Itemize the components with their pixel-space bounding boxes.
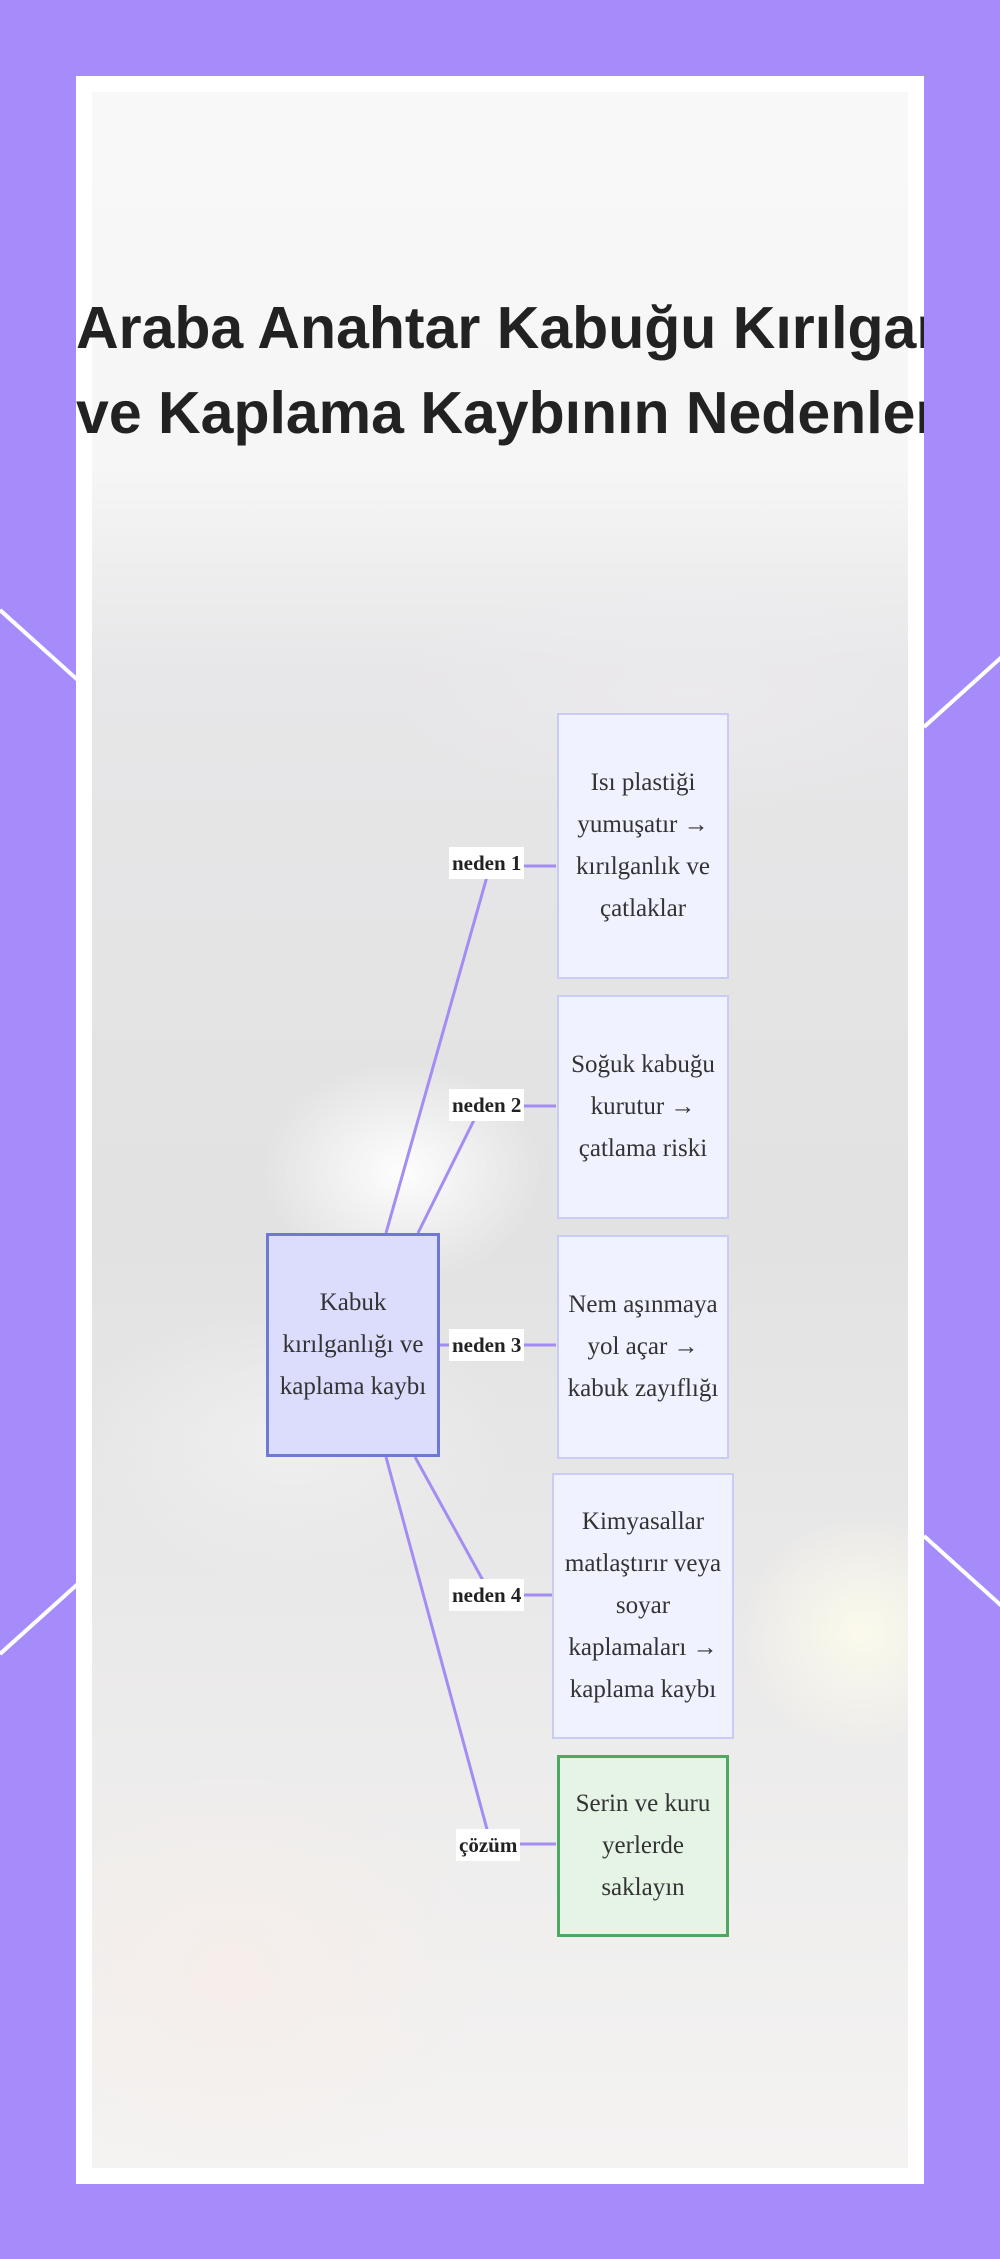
diagram-edges (384, 864, 556, 1846)
frame-decoration-line (0, 1581, 81, 1656)
solution-node: Serin ve kuru yerlerde saklayın (557, 1755, 729, 1937)
cause-node-4-text: Kimyasallar matlaştırır veya soyar kapla… (564, 1508, 722, 1703)
poster-background (92, 92, 908, 2168)
edge-solution (384, 1456, 556, 1846)
edge-label-cause-4: neden 4 (449, 1579, 525, 1611)
edge-cause-2 (416, 1104, 556, 1234)
edge-label-cause-1: neden 1 (449, 847, 525, 879)
cause-node-1-text: Isı plastiği yumuşatır → kırılganlık ve … (576, 769, 710, 922)
edge-label-solution: çözüm (456, 1829, 521, 1861)
edge-cause-1 (384, 864, 556, 1234)
page-title: Araba Anahtar Kabuğu Kırılganlığı ve Kap… (76, 286, 924, 456)
title-line-2: ve Kaplama Kaybının Nedenleri (76, 380, 924, 446)
edge-label-cause-2: neden 2 (449, 1089, 525, 1121)
cause-node-3-text: Nem aşınmaya yol açar → kabuk zayıflığı (567, 1291, 719, 1402)
cause-node-2-text: Soğuk kabuğu kurutur → çatlama riski (571, 1051, 715, 1162)
edge-cause-4 (413, 1456, 556, 1597)
title-line-1: Araba Anahtar Kabuğu Kırılganlığı (76, 295, 924, 361)
poster-card: Araba Anahtar Kabuğu Kırılganlığı ve Kap… (76, 76, 924, 2184)
edge-label-cause-3: neden 3 (449, 1329, 525, 1361)
solution-node-text: Serin ve kuru yerlerde saklayın (575, 1790, 711, 1901)
cause-node-2: Soğuk kabuğu kurutur → çatlama riski (557, 995, 729, 1219)
cause-node-3: Nem aşınmaya yol açar → kabuk zayıflığı (557, 1235, 729, 1459)
frame-decoration-line (0, 608, 81, 683)
frame-decoration-line (922, 654, 1000, 729)
cause-node-1: Isı plastiği yumuşatır → kırılganlık ve … (557, 713, 729, 979)
cause-node-4: Kimyasallar matlaştırır veya soyar kapla… (552, 1473, 734, 1739)
center-node: Kabuk kırılganlığı ve kaplama kaybı (266, 1233, 440, 1457)
frame-decoration-line (922, 1534, 1000, 1609)
center-node-text: Kabuk kırılganlığı ve kaplama kaybı (279, 1289, 427, 1400)
